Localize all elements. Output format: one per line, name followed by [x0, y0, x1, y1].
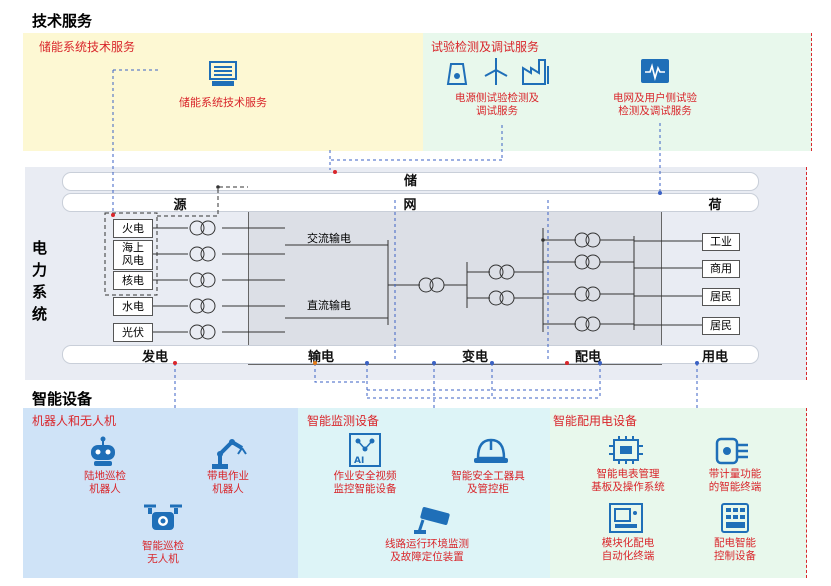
test-source-item: 电源侧试验检测及 调试服务 [455, 92, 539, 117]
automation-terminal-icon [609, 503, 643, 533]
source-hydro: 水电 [113, 297, 153, 316]
ai-video-icon: AI [349, 433, 381, 467]
power-system-heading: 电力系统 [32, 239, 48, 323]
robot-arm-icon [212, 439, 247, 469]
robots-title: 机器人和无人机 [32, 414, 117, 428]
tech-services-heading: 技术服务 [32, 12, 93, 30]
chip-board-icon [609, 436, 643, 464]
factory-icon [522, 59, 549, 85]
smart-devices-heading: 智能设备 [32, 390, 93, 408]
stage-consumption: 用电 [701, 350, 728, 365]
grid-label: 网 [403, 198, 417, 213]
test-services-title: 试验检测及调试服务 [431, 40, 540, 54]
load-residential-1: 居民 [702, 288, 740, 306]
robot-item-drone: 智能巡检 无人机 [142, 540, 184, 565]
stage-generation: 发电 [141, 350, 168, 365]
drone-icon [144, 504, 182, 530]
server-rack-icon [209, 61, 237, 86]
monitoring-item-video: 作业安全视频 监控智能设备 [333, 470, 397, 495]
ac-transmission-label: 交流输电 [307, 232, 351, 245]
robot-item-live: 带电作业 机器人 [207, 470, 249, 495]
source-solar: 光伏 [113, 323, 153, 342]
smart-terminal-icon [715, 437, 748, 465]
monitoring-item-tools: 智能安全工器具 及管控柜 [451, 470, 525, 495]
source-nuclear: 核电 [113, 271, 153, 290]
distribution-item-meter: 智能电表管理 基板及操作系统 [591, 468, 665, 493]
storage-tech-item: 储能系统技术服务 [179, 96, 267, 109]
test-grid-item: 电网及用户侧试验 检测及调试服务 [613, 92, 697, 117]
monitoring-title: 智能监测设备 [307, 414, 380, 428]
distribution-item-control: 配电智能 控制设备 [714, 537, 756, 562]
stage-distribution: 配电 [574, 350, 601, 365]
storage-label: 储 [403, 174, 417, 189]
monitoring-panel [298, 408, 550, 578]
control-device-icon [721, 503, 749, 533]
distribution-title: 智能配用电设备 [553, 414, 638, 428]
svg-text:AI: AI [354, 456, 364, 466]
source-label: 源 [173, 198, 187, 213]
distribution-panel [550, 408, 807, 578]
robots-panel [23, 408, 298, 578]
source-thermal: 火电 [113, 219, 153, 238]
load-label: 荷 [708, 198, 722, 213]
distribution-item-automation: 模块化配电 自动化终端 [601, 537, 655, 562]
storage-tech-panel [23, 33, 423, 151]
dc-transmission-label: 直流输电 [307, 299, 351, 312]
patrol-robot-icon [91, 436, 115, 466]
power-plant-icon [446, 63, 468, 85]
source-grid-load-bar [62, 193, 759, 212]
load-industrial: 工业 [702, 233, 740, 251]
stage-transformation: 变电 [461, 350, 488, 365]
distribution-item-terminal: 带计量功能 的智能终端 [708, 468, 762, 493]
storage-bar: 储 [62, 172, 759, 191]
stages-bar [62, 345, 759, 364]
test-services-panel [423, 33, 812, 151]
load-residential-2: 居民 [702, 317, 740, 335]
monitor-waveform-icon [641, 59, 669, 83]
grid-box [248, 193, 662, 365]
safety-helmet-icon [474, 438, 508, 463]
source-offshore-wind: 海上 风电 [113, 240, 153, 270]
robot-item-land: 陆地巡检 机器人 [84, 470, 126, 495]
wind-turbine-icon [484, 58, 508, 85]
camera-icon [414, 507, 450, 534]
storage-tech-title: 储能系统技术服务 [39, 40, 136, 54]
load-commercial: 商用 [702, 260, 740, 278]
monitoring-item-line: 线路运行环境监测 及故障定位装置 [385, 538, 469, 563]
